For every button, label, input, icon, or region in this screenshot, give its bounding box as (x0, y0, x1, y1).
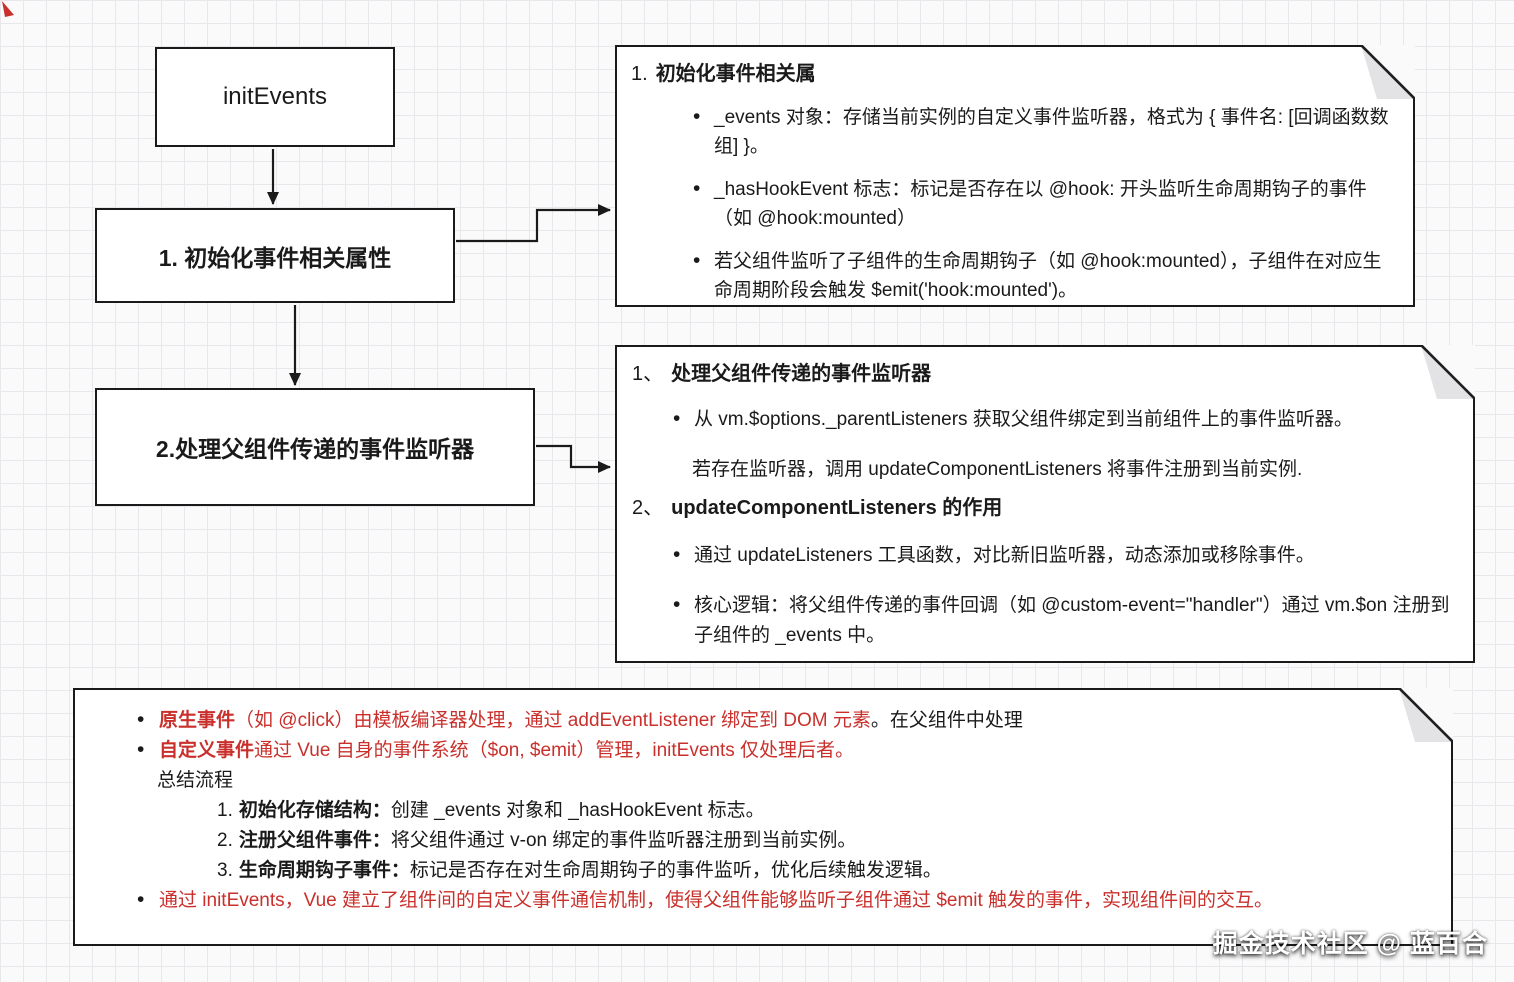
folded-corner-icon (1421, 345, 1475, 399)
watermark: 掘金技术社区 @ 蓝百合 (1212, 930, 1488, 958)
note1-bullet-item: _hasHookEvent 标志：标记是否存在以 @hook: 开头监听生命周期… (617, 174, 1413, 233)
custom-events-lead: 自定义事件 (159, 740, 255, 761)
flow-node-step2-label: 2.处理父组件传递的事件监听器 (155, 436, 475, 462)
fold-crease (1399, 688, 1453, 742)
custom-events-red-text: 通过 Vue 自身的事件系统（$on, $emit）管理，initEvents … (254, 740, 855, 761)
note2-bullet-item: 从 vm.$options._parentListeners 获取父组件绑定到当… (617, 404, 1473, 435)
step-number: 3. (217, 860, 233, 881)
note-summary: 原生事件（如 @click）由模板编译器处理，通过 addEventListen… (73, 688, 1453, 946)
summary-flow-title: 总结流程 (157, 770, 234, 791)
fold-crease (1361, 45, 1415, 99)
step-text: 将父组件通过 v-on 绑定的事件监听器注册到当前实例。 (390, 830, 857, 851)
note1-bullet-item: _events 对象：存储当前实例的自定义事件监听器，格式为 { 事件名: [回… (617, 102, 1413, 161)
note2-section1-text: 处理父组件传递的事件监听器 (671, 363, 932, 385)
note2-section1-title: 1、处理父组件传递的事件监听器 (632, 359, 1457, 389)
summary-bullet-conclusion: 通过 initEvents，Vue 建立了组件间的自定义事件通信机制，使得父组件… (75, 885, 1421, 916)
step-text: 创建 _events 对象和 _hasHookEvent 标志。 (390, 800, 765, 821)
step-number: 1. (217, 800, 233, 821)
summary-step: 3.生命周期钩子事件：标记是否存在对生命周期钩子的事件监听，优化后续触发逻辑。 (75, 856, 1421, 886)
corner-mark-shape (2, 1, 14, 17)
step-title: 初始化存储结构： (238, 800, 391, 821)
corner-mark-icon (2, 1, 14, 17)
step-title: 注册父组件事件： (238, 830, 391, 851)
flow-node-initevents: initEvents (155, 47, 395, 147)
note2-section2-title: 2、 updateComponentListeners 的作用 (632, 493, 1457, 523)
note1-bullet-item: 若父组件监听了子组件的生命周期钩子（如 @hook:mounted），子组件在对… (617, 246, 1413, 305)
note1-title-number: 1. (631, 63, 648, 85)
arrow-step1-to-note1 (456, 204, 611, 243)
flow-node-step2: 2.处理父组件传递的事件监听器 (95, 388, 535, 506)
note2-bullet-item: 核心逻辑：将父组件传递的事件回调（如 @custom-event="handle… (617, 590, 1473, 651)
step-text: 标记是否存在对生命周期钩子的事件监听，优化后续触发逻辑。 (409, 860, 942, 881)
note1-title: 1. 初始化事件相关属 (631, 60, 1397, 89)
arrow-step2-to-note2 (536, 444, 611, 473)
folded-corner-icon (1361, 45, 1415, 99)
summary-step: 1.初始化存储结构：创建 _events 对象和 _hasHookEvent 标… (75, 796, 1421, 826)
note-parent-listeners: 1、处理父组件传递的事件监听器 从 vm.$options._parentLis… (615, 345, 1475, 663)
note2-plain-line: 若存在监听器，调用 updateComponentListeners 将事件注册… (692, 459, 1303, 480)
note2-bullet-item: 通过 updateListeners 工具函数，对比新旧监听器，动态添加或移除事… (617, 540, 1473, 571)
summary-bullet-native-events: 原生事件（如 @click）由模板编译器处理，通过 addEventListen… (75, 705, 1421, 736)
flow-node-initevents-label: initEvents (222, 83, 328, 110)
conclusion-red-text: 通过 initEvents，Vue 建立了组件间的自定义事件通信机制，使得父组件… (159, 890, 1274, 911)
flow-node-step1-label: 1. 初始化事件相关属性 (158, 244, 392, 271)
step-title: 生命周期钩子事件： (238, 860, 410, 881)
note2-section2-text: updateComponentListeners 的作用 (671, 497, 1003, 519)
summary-bullet-custom-events: 自定义事件通过 Vue 自身的事件系统（$on, $emit）管理，initEv… (75, 735, 1421, 766)
native-events-red-text: （如 @click）由模板编译器处理，通过 addEventListener 绑… (235, 710, 871, 731)
summary-step: 2.注册父组件事件：将父组件通过 v-on 绑定的事件监听器注册到当前实例。 (75, 826, 1421, 856)
native-events-black-text: 。在父组件中处理 (870, 710, 1023, 731)
note2-section1-number: 1、 (632, 363, 664, 385)
note-init-event-props: 1. 初始化事件相关属 _events 对象：存储当前实例的自定义事件监听器，格式… (615, 45, 1415, 307)
step-number: 2. (217, 830, 233, 851)
note2-section2-number: 2、 (632, 497, 664, 519)
fold-crease (1421, 345, 1475, 399)
flow-node-step1: 1. 初始化事件相关属性 (95, 208, 455, 303)
note1-bullet-list: _events 对象：存储当前实例的自定义事件监听器，格式为 { 事件名: [回… (617, 102, 1413, 305)
note1-title-text: 初始化事件相关属 (655, 63, 816, 85)
native-events-lead: 原生事件 (159, 710, 236, 731)
